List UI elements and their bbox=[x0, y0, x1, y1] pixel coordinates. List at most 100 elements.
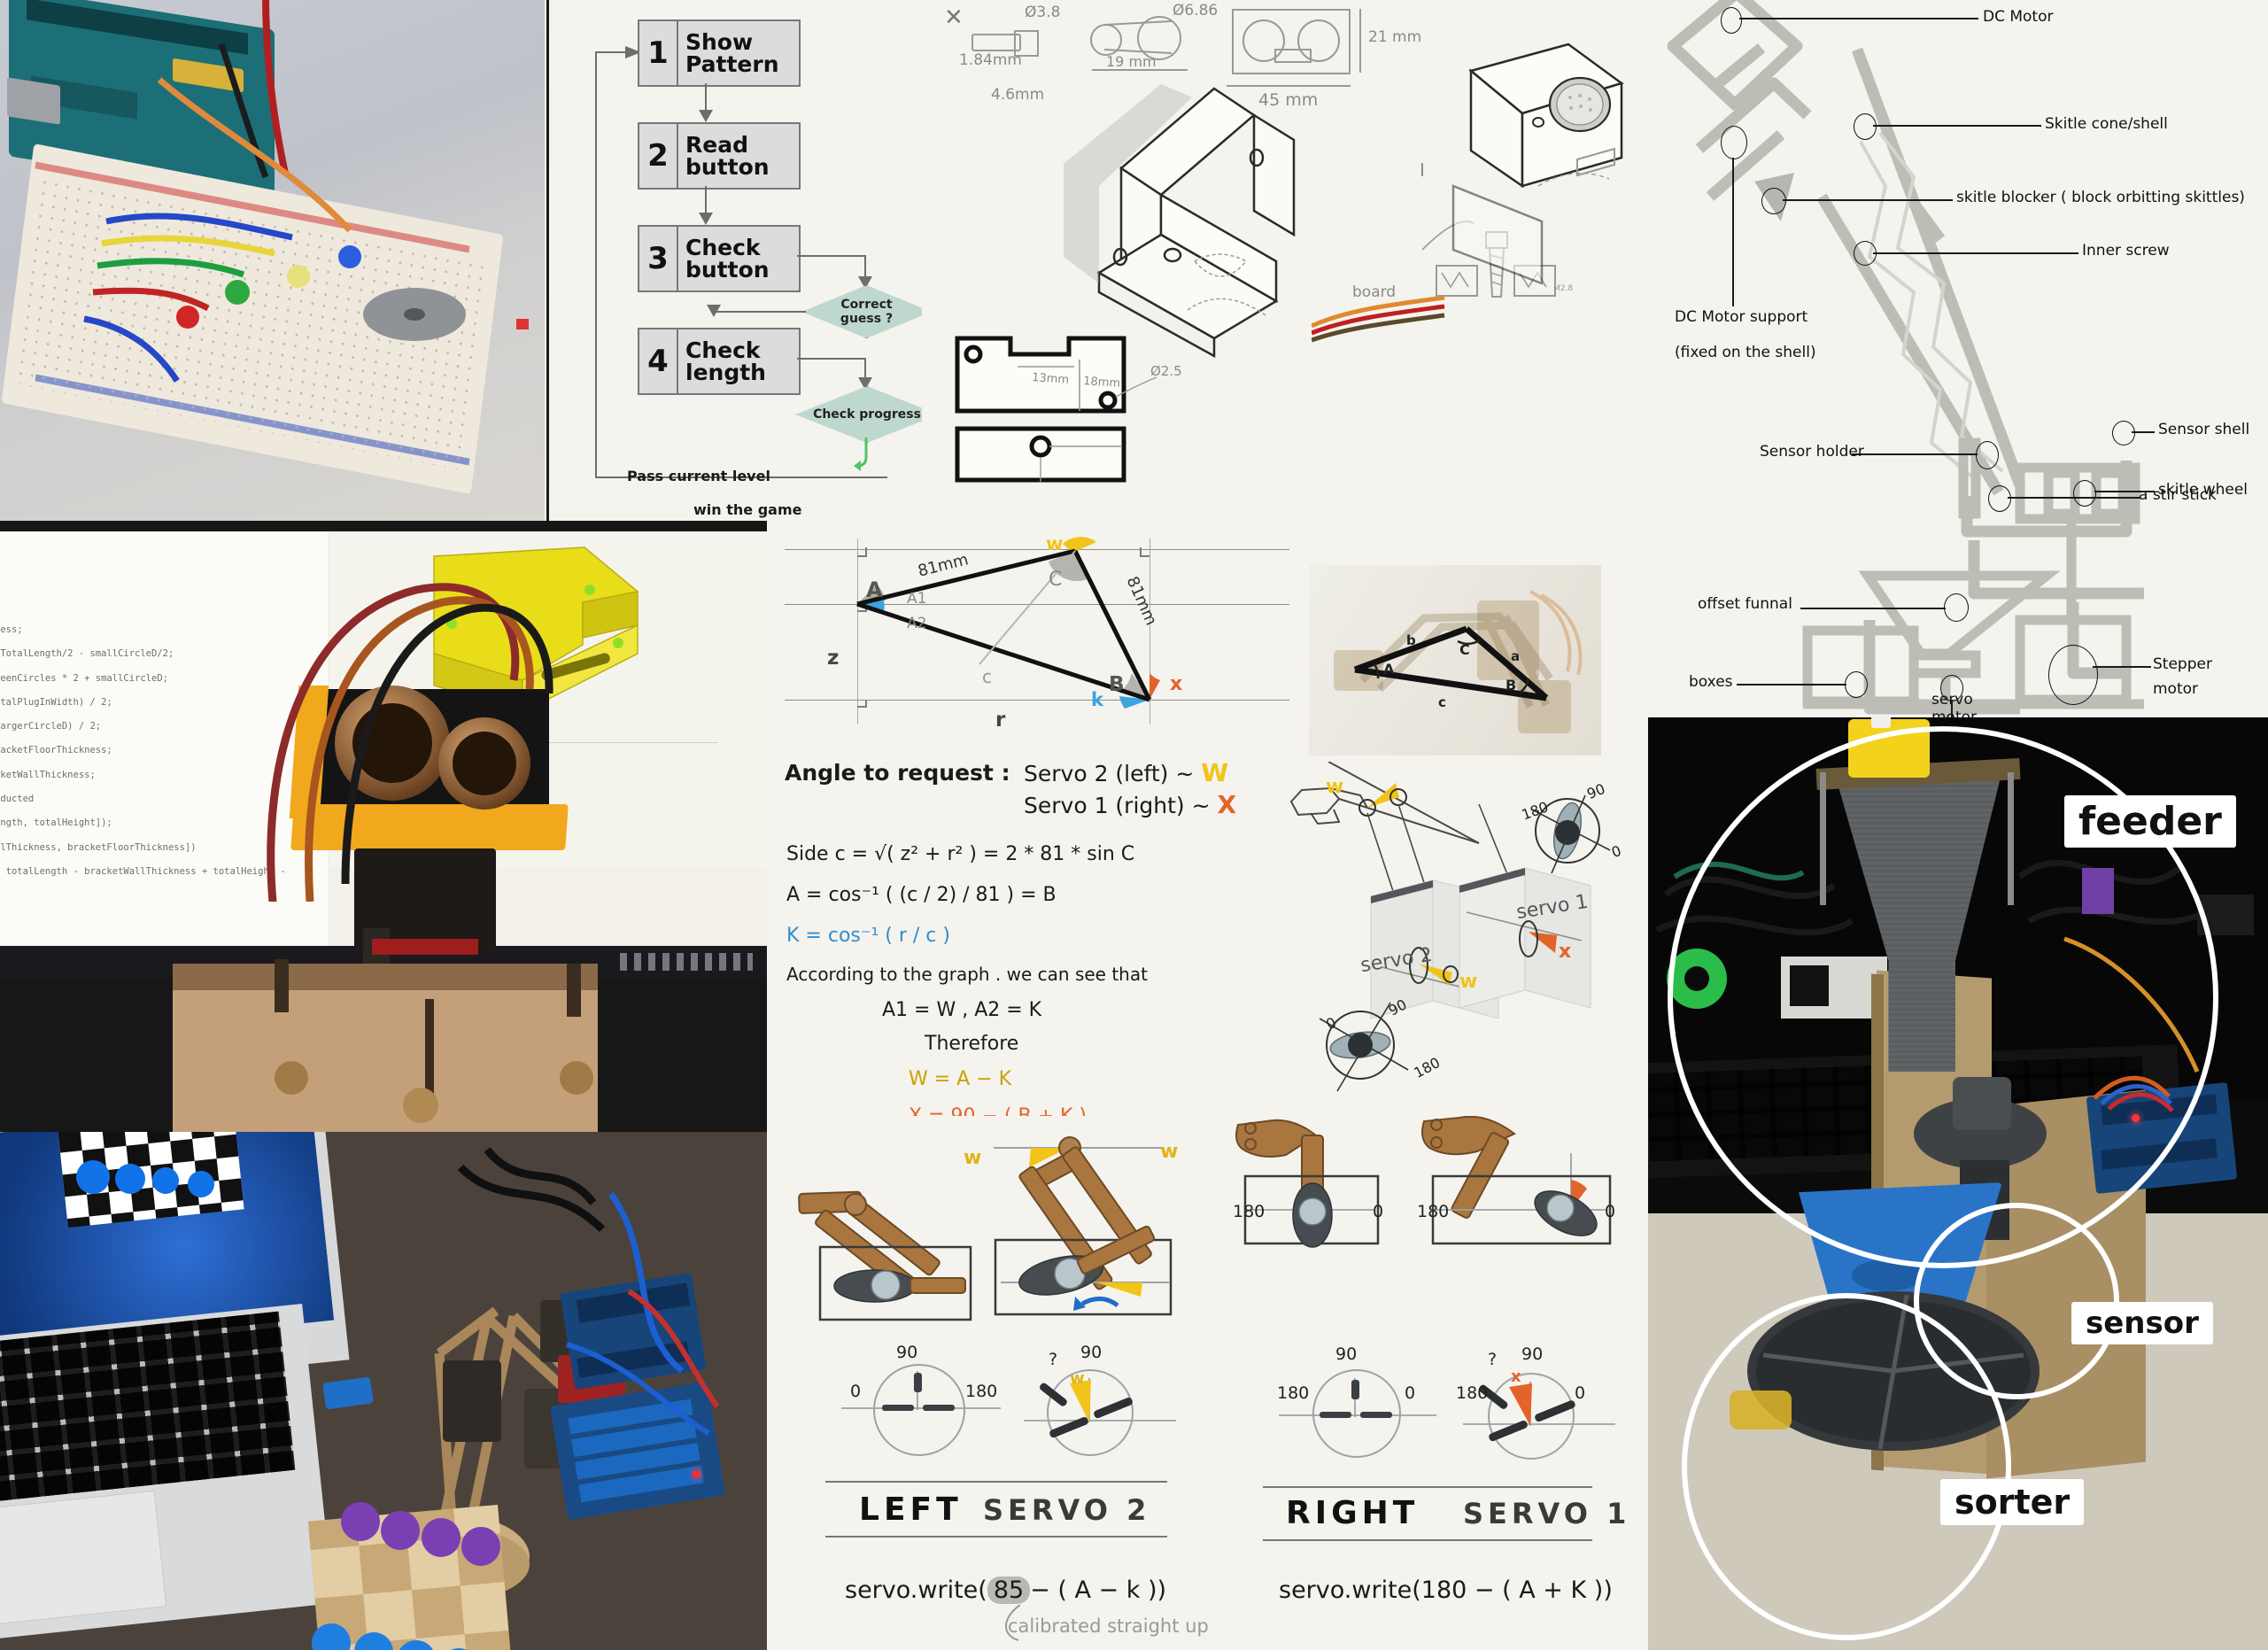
servo-left-note: calibrated straight up bbox=[1008, 1615, 1209, 1637]
photo-skittle-sorter: feeder sensor sorter bbox=[1648, 717, 2268, 1650]
servo-right-dial2-90: 90 bbox=[1521, 1344, 1544, 1364]
callout-dot-motor-support bbox=[1721, 126, 1747, 159]
servo-right-dial-neutral-needle bbox=[1279, 1378, 1436, 1418]
math-eq-1: Side c = √( z² + r² ) = 2 * 81 * sin C bbox=[786, 843, 1135, 865]
servo-left-dial1-0: 0 bbox=[850, 1382, 862, 1401]
servo-right-dial2-unknown: ? bbox=[1488, 1350, 1498, 1369]
flow-decision-2-label: Check progress bbox=[813, 407, 921, 422]
servo-left-code-tail: − ( A − k )) bbox=[1030, 1576, 1167, 1604]
math-label-r: r bbox=[995, 709, 1006, 732]
callout-label-stepper-2: motor bbox=[2153, 680, 2199, 698]
flow-step-3[interactable]: 3 Check button bbox=[638, 225, 801, 292]
photo-ultrasonic-bracket: ness; nTotalLength/2 - smallCircleD/2; w… bbox=[0, 521, 767, 1132]
flow-step-4[interactable]: 4 Check length bbox=[638, 328, 801, 395]
callout-leader-cone bbox=[1873, 125, 2041, 127]
flow-step-4-num: 4 bbox=[639, 329, 678, 393]
svg-text:Ø2.5: Ø2.5 bbox=[1150, 363, 1182, 379]
callout-leader-boxes bbox=[1737, 684, 1846, 686]
callout-label-dc-motor: DC Motor bbox=[1983, 8, 2054, 26]
flow-step-2[interactable]: 2 Read button bbox=[638, 122, 801, 190]
arrow-head-icon bbox=[858, 377, 872, 390]
servo-right-rot-180: 180 bbox=[1417, 1202, 1450, 1221]
servo-iso-label-w-top: w bbox=[1326, 776, 1344, 798]
sketch-I-mark: I bbox=[1420, 159, 1425, 181]
flow-edge-3-dec bbox=[797, 255, 866, 257]
code-line: otalPlugInWidth) / 2; bbox=[0, 696, 112, 708]
sketch-sensor-eye-right bbox=[1297, 19, 1340, 62]
callout-dot-boxes bbox=[1845, 671, 1868, 698]
sketch-pulley-large bbox=[1137, 16, 1181, 60]
arm-label-B: B bbox=[1506, 677, 1517, 693]
sketch-sensor-eye-left bbox=[1242, 19, 1285, 62]
servo-left-dial2-90: 90 bbox=[1080, 1343, 1103, 1362]
servo-left-dial1-180: 180 bbox=[965, 1382, 998, 1401]
callout-label-servo-motor: servo bbox=[1931, 691, 1973, 709]
math-label-B: B bbox=[1109, 673, 1125, 696]
flow-step-1[interactable]: 1 Show Pattern bbox=[638, 19, 801, 87]
callout-dot-sensor-shell bbox=[2112, 421, 2135, 445]
callout-leader-offset-funnel bbox=[1800, 608, 1946, 609]
flow-decision-check-progress[interactable]: Check progress bbox=[795, 386, 925, 443]
calibration-pointer-icon bbox=[1005, 1605, 1021, 1641]
servo-right-dial2-0: 0 bbox=[1575, 1383, 1586, 1403]
flow-edge-4-dec-v bbox=[864, 358, 866, 383]
math-triangle bbox=[856, 537, 1160, 709]
flow-step-3-num: 3 bbox=[639, 227, 678, 290]
dim-46: 4.6mm bbox=[991, 86, 1045, 104]
servo-right-title: RIGHT bbox=[1286, 1495, 1420, 1531]
servo-left-rule-top bbox=[825, 1481, 1167, 1483]
servo-left-dial2-w: w bbox=[1070, 1369, 1085, 1388]
callout-leader-dc-motor bbox=[1739, 18, 1978, 19]
math-eq-3: K = cos⁻¹ ( r / c ) bbox=[786, 925, 950, 947]
servo-left-rule-bottom bbox=[825, 1536, 1167, 1538]
callout-label-offset-funnel: offset funnal bbox=[1698, 595, 1792, 613]
arm-label-c: c bbox=[1438, 694, 1446, 710]
panel-flowchart: 1 Show Pattern 2 Read button 3 Check but… bbox=[546, 0, 925, 521]
servo-left-dial-neutral bbox=[873, 1364, 965, 1456]
math-eq-7: W = A − K bbox=[909, 1068, 1012, 1090]
flow-edge-4-dec bbox=[797, 358, 866, 360]
callout-label-stir-stick: a stir stick bbox=[2139, 486, 2217, 504]
code-line: llThickness, bracketFloorThickness]) bbox=[0, 841, 197, 853]
servo-right-rot-0: 0 bbox=[1605, 1202, 1616, 1221]
flow-decision-correct-guess[interactable]: Correct guess ? bbox=[801, 285, 925, 338]
callout-leader-inner-screw bbox=[1873, 252, 2078, 254]
flow-step-1-label: Show Pattern bbox=[685, 28, 779, 77]
servo-right-rule-bottom bbox=[1263, 1539, 1592, 1541]
servo-right-code: servo.write(180 − ( A + K )) bbox=[1279, 1576, 1613, 1604]
sketch-iso-sensor-housing bbox=[1451, 43, 1624, 285]
arrow-head-icon bbox=[707, 305, 721, 317]
code-line: racketFloorThickness; bbox=[0, 745, 112, 756]
servo-right-dial-neutral bbox=[1312, 1369, 1401, 1458]
dim-19mm: 19 mm bbox=[1106, 53, 1157, 70]
servo-iso-sketch bbox=[1289, 762, 1611, 1092]
sketch-sensor-outline bbox=[1232, 9, 1351, 74]
annotation-circle-sorter bbox=[1682, 1293, 2011, 1640]
servo-iso-label-w-plane: w bbox=[1459, 971, 1478, 993]
code-line: , totalLength - bracketWallThickness + t… bbox=[0, 865, 286, 877]
math-label-w: w bbox=[1046, 533, 1064, 554]
servo-right-dial1-180: 180 bbox=[1277, 1383, 1310, 1403]
arm-label-a: a bbox=[1511, 648, 1521, 664]
math-heading: Angle to request : bbox=[785, 760, 1010, 786]
servo-right-dial-rotated bbox=[1488, 1373, 1575, 1460]
math-label-C: C bbox=[1049, 569, 1063, 591]
servo-left-dial-rotated bbox=[1047, 1369, 1134, 1456]
sorter-label-sorter: sorter bbox=[1940, 1479, 2085, 1525]
arrow-head-icon bbox=[699, 213, 713, 225]
math-vert-left bbox=[857, 538, 859, 724]
flow-step-4-label: Check length bbox=[685, 337, 766, 385]
callout-label-skitle-wheel: skitle wheel bbox=[2158, 481, 2248, 499]
servo-right-dial1-0: 0 bbox=[1405, 1383, 1416, 1403]
flow-step-2-num: 2 bbox=[639, 124, 678, 188]
math-servo1-line: Servo 1 (right) ~ X bbox=[1024, 790, 1236, 819]
callout-leader-sensor-shell bbox=[2132, 431, 2155, 433]
arm-label-b: b bbox=[1406, 632, 1416, 648]
flow-edge-1-2 bbox=[705, 83, 707, 117]
callout-label-motor-support-2: (fixed on the shell) bbox=[1675, 344, 1816, 361]
callout-leader-skitle-wheel bbox=[2094, 491, 2155, 492]
servo-left-title: LEFT bbox=[859, 1491, 963, 1528]
panel-servo-isometric: servo 2 servo 1 w w x 90 180 0 90 0 180 bbox=[1275, 762, 1647, 1116]
math-eq-4: According to the graph . we can see that bbox=[786, 964, 1148, 985]
callout-label-stepper: Stepper bbox=[2153, 655, 2212, 673]
